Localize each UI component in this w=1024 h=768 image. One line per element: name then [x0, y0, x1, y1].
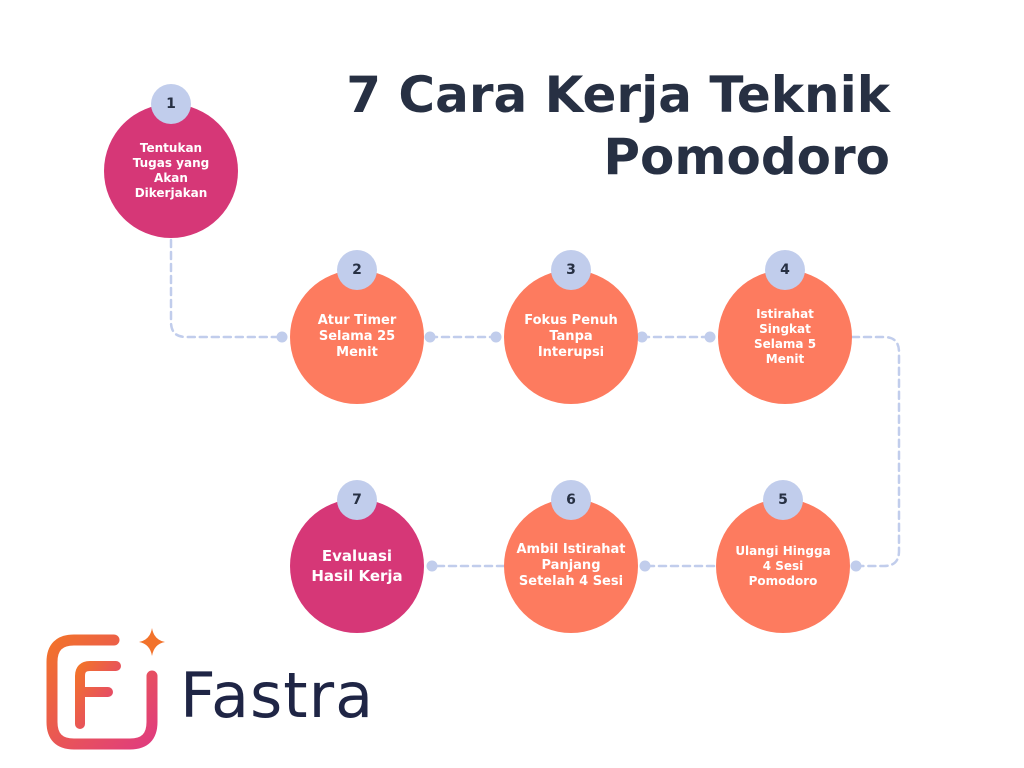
connector-dot: [636, 331, 648, 343]
connector-dot: [424, 331, 436, 343]
step-4-circle: Istirahat Singkat Selama 5 Menit: [718, 270, 852, 404]
brand-name: Fastra: [180, 659, 375, 732]
step-7-number-badge: 7: [337, 480, 377, 520]
sparkle-icon: [139, 628, 165, 656]
connector-1-to-2: [169, 238, 284, 339]
step-4-number-badge: 4: [765, 250, 805, 290]
connector-dot: [490, 331, 502, 343]
step-6-number-badge: 6: [551, 480, 591, 520]
step-7-circle: Evaluasi Hasil Kerja: [290, 499, 424, 633]
page-title-line-2: Pomodoro: [603, 128, 890, 186]
step-3-number-badge: 3: [551, 250, 591, 290]
connector-dot: [639, 560, 651, 572]
step-7-label: Evaluasi Hasil Kerja: [311, 547, 403, 585]
step-2-circle: Atur Timer Selama 25 Menit: [290, 270, 424, 404]
step-3-label: Fokus Penuh Tanpa Interupsi: [524, 313, 618, 360]
step-6-label: Ambil Istirahat Panjang Setelah 4 Sesi: [516, 542, 626, 589]
page-title: 7 Cara Kerja Teknik Pomodoro: [270, 64, 890, 188]
page-title-line-1: 7 Cara Kerja Teknik: [346, 66, 890, 124]
step-3-circle: Fokus Penuh Tanpa Interupsi: [504, 270, 638, 404]
fastra-logo-icon: [46, 628, 165, 750]
connector-dot: [426, 560, 438, 572]
step-4-label: Istirahat Singkat Selama 5 Menit: [753, 307, 817, 366]
step-1-number-badge: 1: [151, 84, 191, 124]
connector-dot: [704, 331, 716, 343]
step-5-circle: Ulangi Hingga 4 Sesi Pomodoro: [716, 499, 850, 633]
step-5-number-badge: 5: [763, 480, 803, 520]
step-2-label: Atur Timer Selama 25 Menit: [317, 313, 397, 360]
step-1-label: Tentukan Tugas yang Akan Dikerjakan: [132, 141, 210, 200]
connector-dot: [850, 560, 862, 572]
connector-dot: [276, 331, 288, 343]
step-6-circle: Ambil Istirahat Panjang Setelah 4 Sesi: [504, 499, 638, 633]
step-1-circle: Tentukan Tugas yang Akan Dikerjakan: [104, 104, 238, 238]
step-5-label: Ulangi Hingga 4 Sesi Pomodoro: [735, 543, 831, 588]
connector-4-to-5: [850, 335, 901, 568]
step-2-number-badge: 2: [337, 250, 377, 290]
